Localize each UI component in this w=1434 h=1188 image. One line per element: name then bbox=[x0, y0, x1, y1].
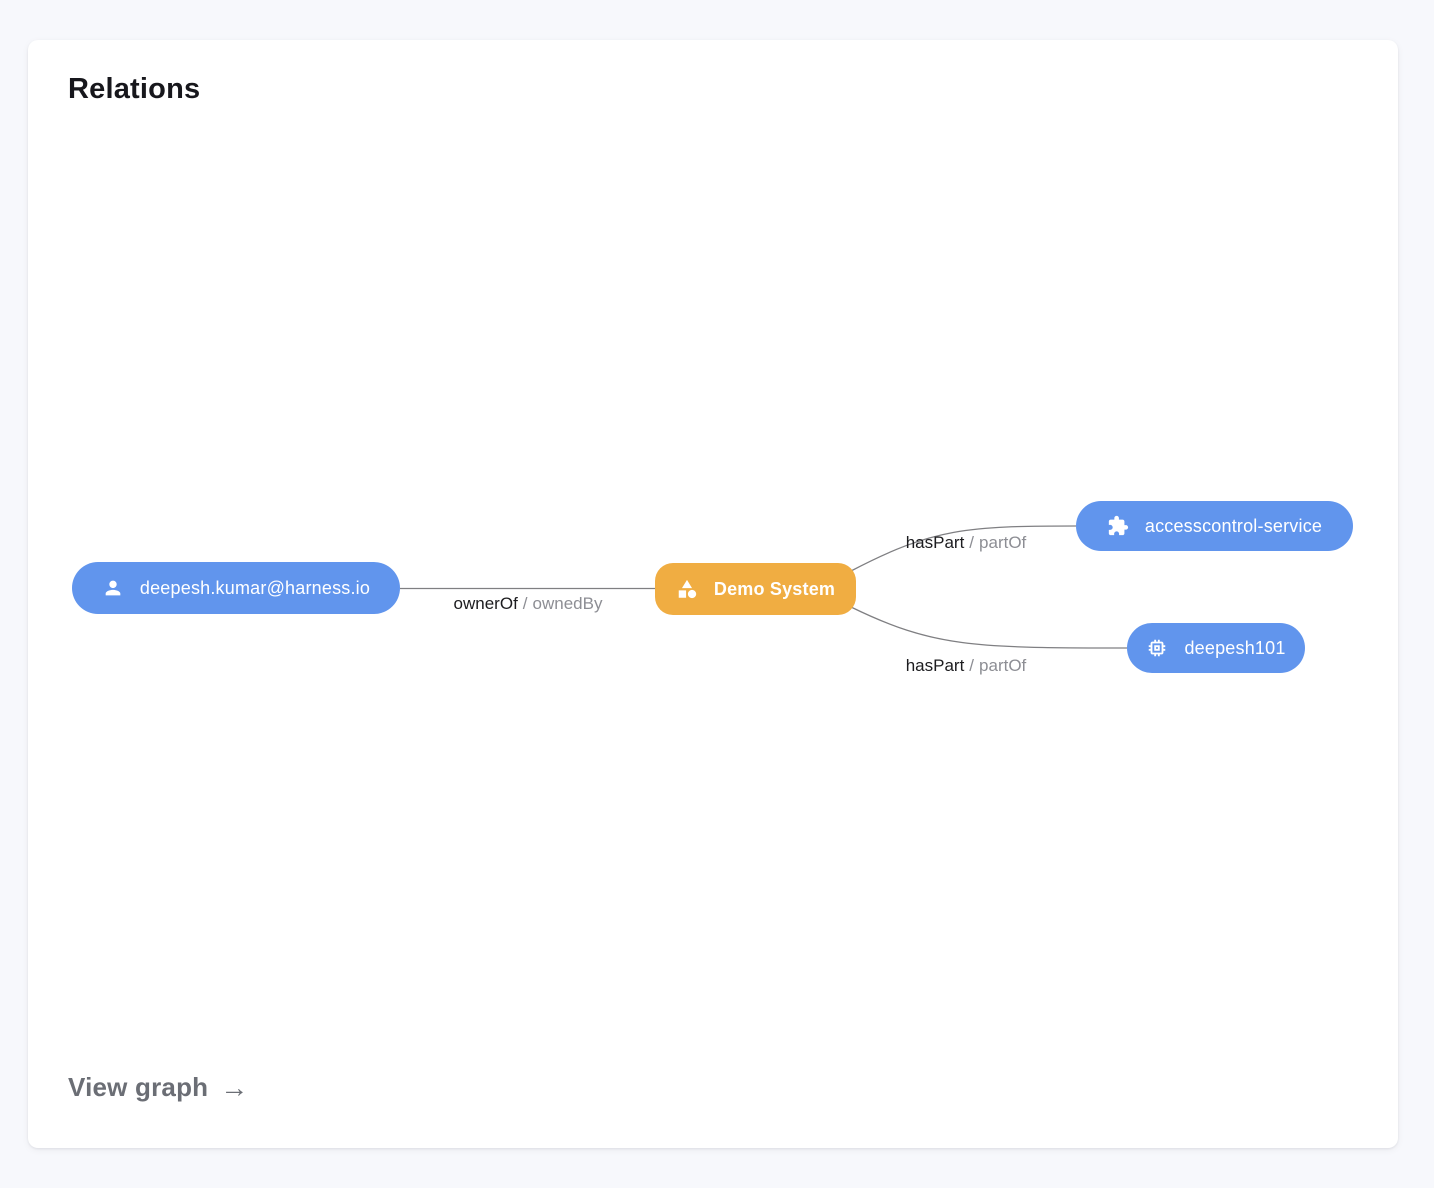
edge-label-separator: / bbox=[969, 656, 975, 675]
node-label: Demo System bbox=[713, 578, 836, 599]
node-system[interactable]: Demo System bbox=[655, 563, 856, 615]
edge-label-primary: hasPart bbox=[905, 656, 965, 675]
edge-label-haspart-service: hasPart / partOf bbox=[906, 533, 1027, 553]
edge-label-secondary: ownedBy bbox=[532, 594, 603, 613]
edge-label-separator: / bbox=[522, 594, 528, 613]
node-label: deepesh.kumar@harness.io bbox=[139, 577, 371, 598]
edge-label-separator: / bbox=[969, 533, 975, 552]
card-title: Relations bbox=[68, 73, 201, 105]
arrow-right-icon: → bbox=[220, 1071, 249, 1103]
edge-label-primary: ownerOf bbox=[453, 594, 518, 613]
node-component[interactable]: deepesh101 bbox=[1127, 623, 1305, 673]
relations-card: Relations ownerOf / ownedBy hasPart / pa… bbox=[28, 40, 1398, 1148]
node-user[interactable]: deepesh.kumar@harness.io bbox=[72, 562, 400, 614]
node-service[interactable]: accesscontrol-service bbox=[1076, 501, 1353, 551]
edge-label-secondary: partOf bbox=[979, 533, 1027, 552]
view-graph-label: View graph bbox=[68, 1072, 209, 1102]
person-icon bbox=[102, 577, 124, 599]
edge-label-haspart-component: hasPart / partOf bbox=[906, 656, 1027, 676]
shapes-icon bbox=[676, 578, 698, 600]
relations-graph: ownerOf / ownedBy hasPart / partOf hasPa… bbox=[28, 40, 1398, 1148]
node-label: accesscontrol-service bbox=[1144, 515, 1323, 536]
edge-haspart-component bbox=[850, 606, 1128, 649]
edge-label-primary: hasPart bbox=[905, 533, 965, 552]
node-label: deepesh101 bbox=[1184, 637, 1286, 658]
puzzle-icon bbox=[1107, 515, 1129, 537]
edge-label-secondary: partOf bbox=[979, 656, 1027, 675]
chip-icon bbox=[1146, 637, 1168, 659]
edge-label-ownerof: ownerOf / ownedBy bbox=[454, 594, 603, 614]
view-graph-link[interactable]: View graph → bbox=[68, 1072, 248, 1103]
